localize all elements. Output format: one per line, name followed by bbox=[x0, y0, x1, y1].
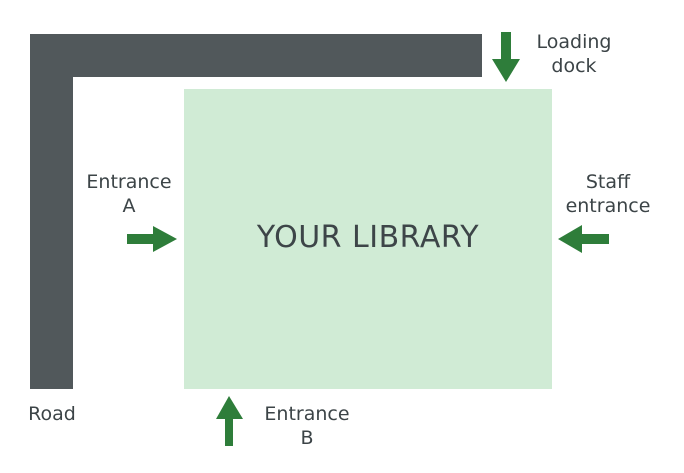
road-horizontal-segment bbox=[30, 34, 482, 77]
road-label: Road bbox=[28, 403, 76, 425]
entrance-b-label: Entrance B bbox=[264, 403, 350, 449]
staff-entrance-label: Staff entrance bbox=[565, 171, 651, 217]
road-vertical-segment bbox=[30, 34, 73, 389]
library-building: YOUR LIBRARY bbox=[184, 89, 552, 389]
library-title: YOUR LIBRARY bbox=[256, 219, 480, 255]
entrance-a-label: Entrance A bbox=[86, 171, 172, 217]
loading-dock-label: Loading dock bbox=[536, 31, 612, 77]
